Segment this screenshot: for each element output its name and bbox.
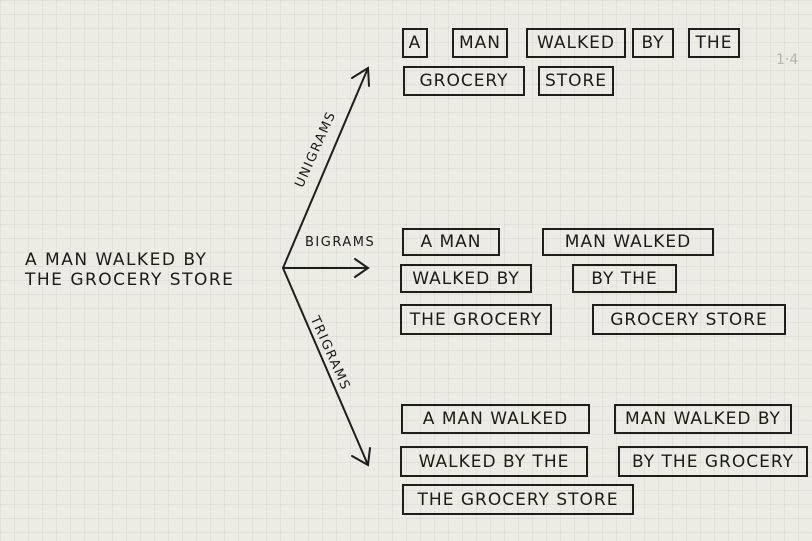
trigram-arrow	[282, 267, 371, 467]
trigram-box: A MAN WALKED	[401, 404, 590, 434]
source-sentence-line-1: A MAN WALKED BY	[25, 250, 208, 270]
trigram-box: WALKED BY THE	[400, 446, 588, 477]
unigram-arrow	[282, 66, 370, 269]
bigram-arrow	[282, 258, 370, 278]
bigram-box: BY THE	[572, 264, 677, 293]
bigram-box: A MAN	[402, 228, 500, 256]
trigram-box: BY THE GROCERY	[618, 446, 808, 477]
bigram-box: GROCERY STORE	[592, 304, 786, 335]
trigram-box: MAN WALKED BY	[614, 404, 792, 434]
unigram-box: BY	[632, 28, 674, 58]
bigram-box: MAN WALKED	[542, 228, 714, 256]
unigram-box: STORE	[538, 66, 614, 96]
unigram-box: GROCERY	[403, 66, 525, 96]
unigram-box: MAN	[452, 28, 508, 58]
trigram-box: THE GROCERY STORE	[402, 484, 634, 515]
unigram-box: THE	[688, 28, 740, 58]
unigram-box: A	[402, 28, 428, 58]
bigram-box: THE GROCERY	[400, 304, 552, 335]
page-number: 1·4	[776, 52, 799, 68]
source-sentence-line-2: THE GROCERY STORE	[25, 270, 235, 290]
bigram-box: WALKED BY	[400, 264, 532, 293]
bigrams-label: BIGRAMS	[305, 235, 376, 250]
unigram-box: WALKED	[526, 28, 626, 58]
